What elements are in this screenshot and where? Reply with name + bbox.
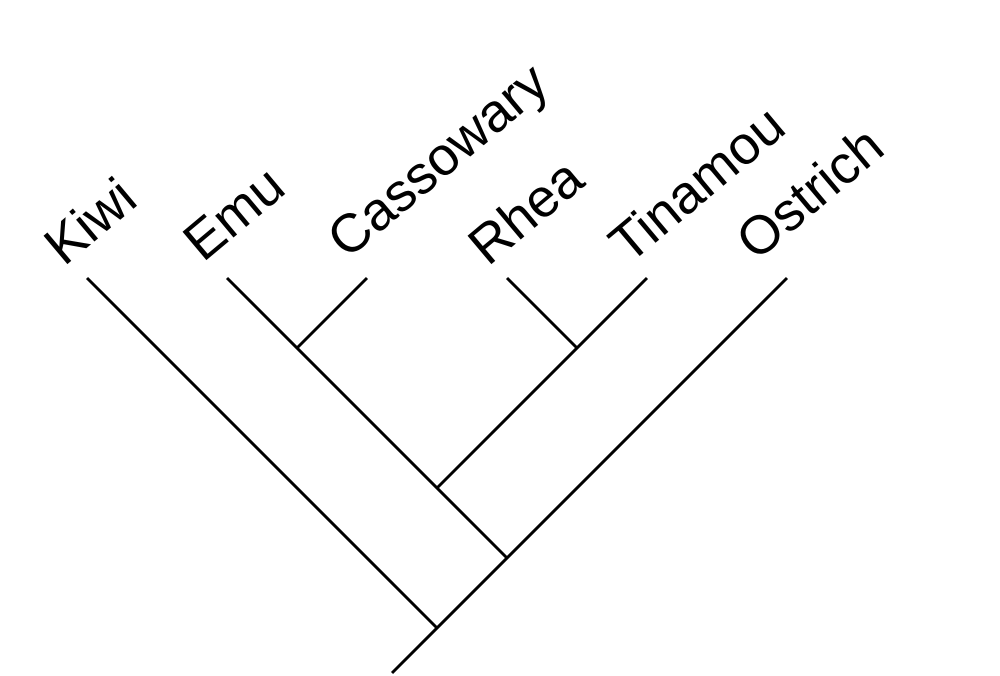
branch-tinamou-clade [435,276,649,490]
branch-rhea [505,276,579,350]
branch-emu-clade-spine [225,276,509,560]
tip-label-rhea: Rhea [457,147,595,277]
branch-cassowary [295,276,369,350]
tip-label-emu: Emu [172,155,296,272]
branch-kiwi [85,276,439,630]
branch-root-spine-ostrich [390,276,789,675]
tip-label-kiwi: Kiwi [33,167,147,277]
